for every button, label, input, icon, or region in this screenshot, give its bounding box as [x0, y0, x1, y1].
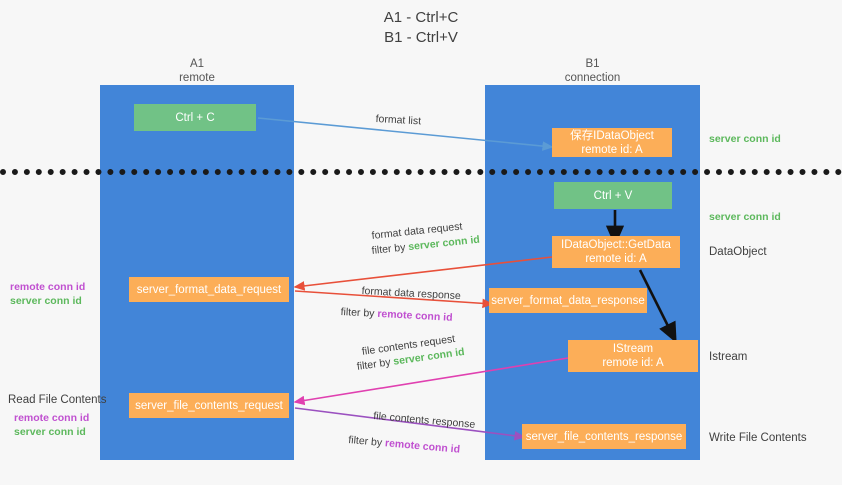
box-idataobject[interactable]: 保存IDataObject remote id: A — [552, 128, 672, 157]
edge-label-format-list: format list — [375, 112, 422, 128]
edge-label-format-data-response-filter: filter by remote conn id — [340, 305, 453, 325]
box-ctrl-v[interactable]: Ctrl + V — [554, 182, 672, 209]
annotation-remote-conn-id-bottom: remote conn id — [14, 412, 90, 424]
box-idataobject-line2: remote id: A — [581, 143, 643, 156]
box-server-format-data-response[interactable]: server_format_data_response — [489, 288, 647, 313]
annotation-server-conn-id-mid: server conn id — [709, 211, 781, 223]
box-server-file-contents-response[interactable]: server_file_contents_response — [522, 424, 686, 449]
filter-key-remote-conn-id: remote conn id — [384, 437, 461, 456]
edge-label-format-data-response: format data response — [361, 284, 462, 303]
box-server-file-contents-request-label: server_file_contents_request — [135, 399, 283, 412]
box-ctrl-c[interactable]: Ctrl + C — [134, 104, 256, 131]
filter-prefix: filter by — [371, 241, 409, 257]
diagram-title: A1 - Ctrl+C B1 - Ctrl+V — [0, 8, 842, 48]
annotation-remote-conn-id-mid: remote conn id — [10, 281, 86, 293]
filter-prefix: filter by — [356, 355, 395, 373]
annotation-write-file-contents: Write File Contents — [709, 432, 807, 444]
lane-b1-role: connection — [564, 72, 621, 84]
edge-label-file-contents-response: file contents response — [372, 409, 476, 431]
title-line-2: B1 - Ctrl+V — [384, 29, 458, 46]
box-istream-line2: remote id: A — [602, 357, 664, 369]
filter-key-remote-conn-id: remote conn id — [377, 307, 453, 324]
lane-header-a1: A1 remote — [100, 57, 294, 85]
annotation-server-conn-id-top: server conn id — [709, 133, 781, 145]
box-istream[interactable]: IStream remote id: A — [568, 340, 698, 372]
annotation-server-conn-id-left-mid: server conn id — [10, 295, 82, 307]
filter-prefix: filter by — [347, 433, 386, 450]
box-istream-line1: IStream — [612, 343, 654, 355]
box-server-file-contents-request[interactable]: server_file_contents_request — [129, 393, 289, 418]
filter-prefix: filter by — [340, 305, 378, 320]
box-ctrl-v-label: Ctrl + V — [593, 189, 633, 202]
box-ctrl-c-label: Ctrl + C — [175, 111, 215, 124]
lane-b1-name: B1 — [585, 58, 600, 70]
box-server-format-data-response-label: server_format_data_response — [491, 294, 645, 307]
box-server-format-data-request[interactable]: server_format_data_request — [129, 277, 289, 302]
annotation-server-conn-id-bottom: server conn id — [14, 426, 86, 438]
box-server-format-data-request-label: server_format_data_request — [136, 283, 282, 296]
box-getdata-line1: IDataObject::GetData — [561, 239, 671, 251]
box-idataobject-line1: 保存IDataObject — [570, 129, 654, 142]
annotation-read-file-contents: Read File Contents — [8, 394, 107, 406]
annotation-dataobject: DataObject — [709, 246, 767, 258]
box-getdata[interactable]: IDataObject::GetData remote id: A — [552, 236, 680, 268]
annotation-istream: Istream — [709, 351, 748, 363]
edge-label-file-contents-response-filter: filter by remote conn id — [348, 433, 461, 457]
title-line-1: A1 - Ctrl+C — [383, 9, 459, 26]
phase-separator — [0, 169, 842, 175]
lane-a1-name: A1 — [189, 58, 205, 70]
lane-a1-role: remote — [179, 72, 215, 84]
box-getdata-line2: remote id: A — [585, 253, 647, 265]
lane-header-b1: B1 connection — [485, 57, 700, 85]
box-server-file-contents-response-label: server_file_contents_response — [525, 430, 683, 443]
